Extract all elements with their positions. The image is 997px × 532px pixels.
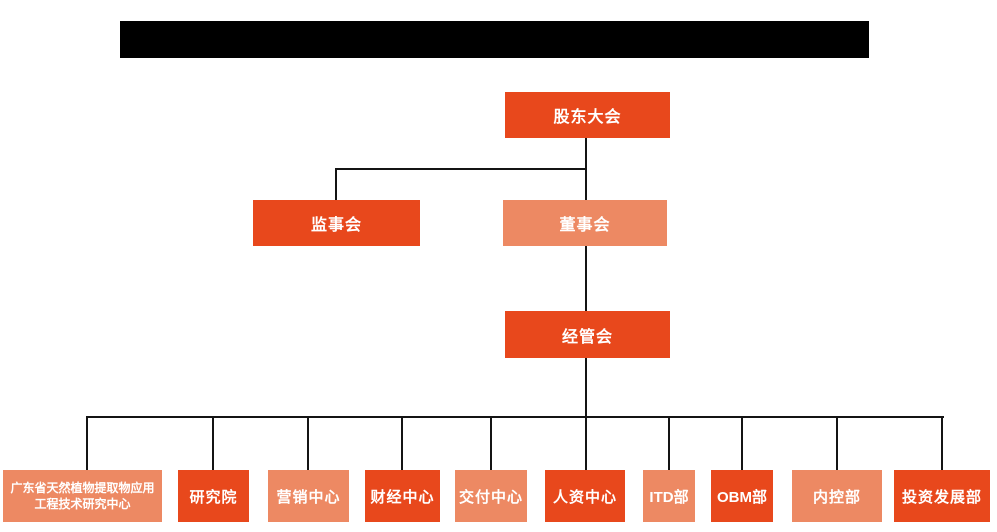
org-node-board-of-directors: 董事会 <box>503 200 667 246</box>
org-node-dept-marketing-center: 营销中心 <box>268 470 349 522</box>
connector-drop-dept-1 <box>212 416 214 470</box>
org-node-dept-investment-development: 投资发展部 <box>894 470 990 522</box>
redacted-title-bar <box>120 21 869 58</box>
connector-drop-supervisory <box>335 168 337 200</box>
connector-drop-dept-6 <box>668 416 670 470</box>
org-node-shareholders-meeting: 股东大会 <box>505 92 670 138</box>
org-node-dept-obm: OBM部 <box>711 470 773 522</box>
connector-drop-dept-8 <box>836 416 838 470</box>
connector-drop-dept-4 <box>490 416 492 470</box>
connector-drop-dept-2 <box>307 416 309 470</box>
connector-drop-dept-0 <box>86 416 88 470</box>
connector-departments-bus <box>86 416 944 418</box>
connector-branch-supervisory <box>335 168 587 170</box>
org-node-supervisory-board: 监事会 <box>253 200 420 246</box>
org-node-dept-delivery-center: 交付中心 <box>455 470 527 522</box>
org-node-dept-itd: ITD部 <box>643 470 695 522</box>
connector-drop-dept-7 <box>741 416 743 470</box>
connector-drop-dept-3 <box>401 416 403 470</box>
org-node-dept-research-institute: 研究院 <box>178 470 249 522</box>
connector-drop-dept-9 <box>941 416 943 470</box>
org-node-dept-internal-control: 内控部 <box>792 470 882 522</box>
org-node-dept-hr-center: 人资中心 <box>545 470 625 522</box>
connector-board-to-management <box>585 246 587 311</box>
connector-management-to-departments <box>585 358 587 470</box>
org-node-management-committee: 经管会 <box>505 311 670 358</box>
org-node-dept-research-center: 广东省天然植物提取物应用工程技术研究中心 <box>3 470 162 522</box>
org-node-dept-finance-center: 财经中心 <box>365 470 440 522</box>
